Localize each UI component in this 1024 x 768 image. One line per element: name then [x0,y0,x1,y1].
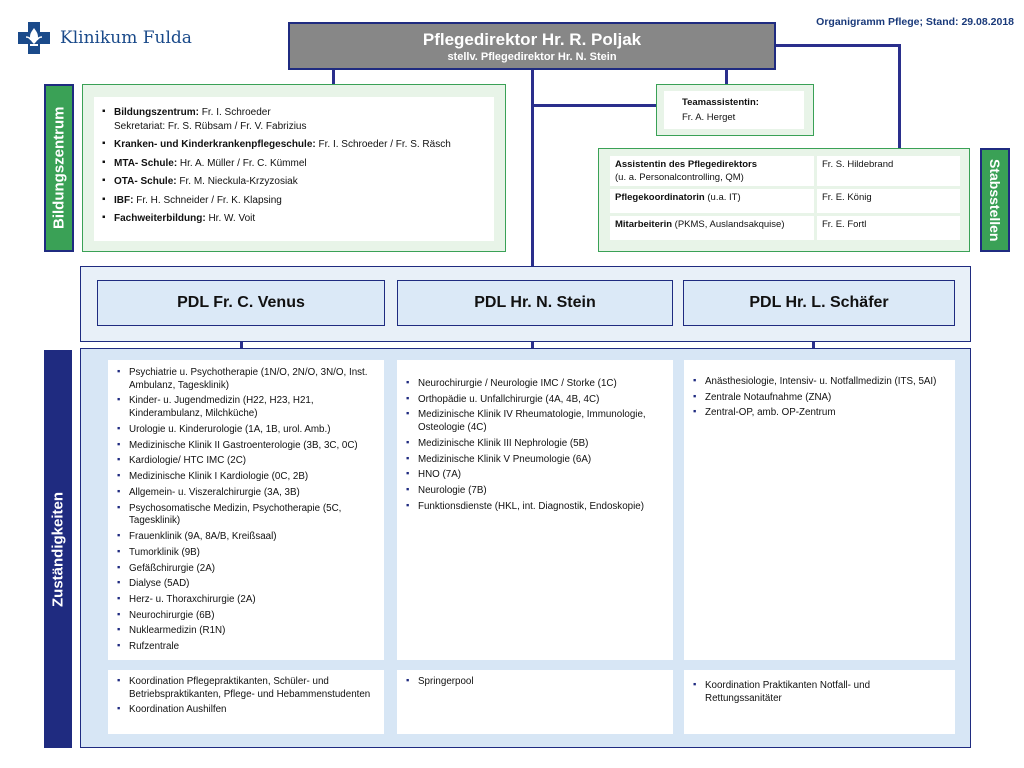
bildung-item: MTA- Schule: Hr. A. Müller / Fr. C. Kümm… [100,156,486,171]
list-item: Frauenklinik (9A, 8A/B, Kreißsaal) [114,530,378,544]
stab-row: Pflegekoordinatorin (u.a. IT) Fr. E. Kön… [610,189,960,213]
connector-line [531,70,534,266]
list-item: Koordination Pflegepraktikanten, Schüler… [114,675,378,701]
list-item: Allgemein- u. Viszeralchirurgie (3A, 3B) [114,486,378,500]
list-item: Medizinische Klinik III Nephrologie (5B) [403,437,667,451]
stein-responsibilities: Neurochirurgie / Neurologie IMC / Storke… [397,360,673,660]
stein-coordination: Springerpool [397,670,673,734]
connector-line [725,70,728,84]
pdl-schaefer: PDL Hr. L. Schäfer [683,280,955,326]
team-assistant-box: Teamassistentin: Fr. A. Herget [664,91,804,129]
connector-line [812,326,815,360]
list-item: Dialyse (5AD) [114,577,378,591]
bildung-item: Fachweiterbildung: Hr. W. Voit [100,211,486,226]
list-item: Psychiatrie u. Psychotherapie (1N/O, 2N/… [114,366,378,392]
venus-responsibilities: Psychiatrie u. Psychotherapie (1N/O, 2N/… [108,360,384,660]
list-item: Nuklearmedizin (R1N) [114,625,378,638]
team-assistant-title: Teamassistentin: [682,97,759,108]
director-deputy: stellv. Pflegedirektor Hr. N. Stein [447,51,617,63]
list-item: Gefäßchirurgie (2A) [114,562,378,576]
bildungszentrum-side-label: Bildungszentrum [44,84,74,252]
bildung-item: Bildungszentrum: Fr. I. SchroederSekreta… [100,105,486,133]
stabsstellen-table: Assistentin des Pflegedirektors(u. a. Pe… [610,156,960,243]
list-item: Psychosomatische Medizin, Psychotherapie… [114,502,378,528]
pdl-stein: PDL Hr. N. Stein [397,280,673,326]
venus-coordination: Koordination Pflegepraktikanten, Schüler… [108,670,384,734]
schaefer-responsibilities: Anästhesiologie, Intensiv- u. Notfallmed… [684,360,955,660]
list-item: Anästhesiologie, Intensiv- u. Notfallmed… [690,375,949,389]
list-item: Kardiologie/ HTC IMC (2C) [114,454,378,468]
list-item: Springerpool [403,675,667,689]
bildung-item: OTA- Schule: Fr. M. Nieckula-Krzyzosiak [100,174,486,189]
list-item: Medizinische Klinik I Kardiologie (0C, 2… [114,470,378,484]
list-item: Zentral-OP, amb. OP-Zentrum [690,406,949,420]
list-item: Koordination Aushilfen [114,703,378,717]
list-item: Medizinische Klinik V Pneumologie (6A) [403,453,667,467]
bildung-item: Kranken- und Kinderkrankenpflegeschule: … [100,137,486,152]
bildungszentrum-list: Bildungszentrum: Fr. I. SchroederSekreta… [94,97,494,241]
stab-row: Assistentin des Pflegedirektors(u. a. Pe… [610,156,960,186]
klinikum-logo-icon [18,22,50,54]
list-item: Neurochirurgie (6B) [114,609,378,623]
list-item: Orthopädie u. Unfallchirurgie (4A, 4B, 4… [403,393,667,407]
list-item: Neurologie (7B) [403,484,667,498]
stabsstellen-side-label: Stabsstellen [980,148,1010,252]
list-item: Tumorklinik (9B) [114,546,378,560]
list-item: Medizinische Klinik II Gastroenterologie… [114,439,378,453]
connector-line [776,44,900,47]
list-item: Neurochirurgie / Neurologie IMC / Storke… [403,377,667,391]
list-item: HNO (7A) [403,468,667,482]
schaefer-coordination: Koordination Praktikanten Notfall- und R… [684,670,955,734]
list-item: Urologie u. Kinderurologie (1A, 1B, urol… [114,423,378,437]
list-item: Kinder- u. Jugendmedizin (H22, H23, H21,… [114,394,378,420]
klinikum-logo-text: Klinikum Fulda [60,28,192,48]
list-item: Funktionsdienste (HKL, int. Diagnostik, … [403,500,667,514]
list-item: Zentrale Notaufnahme (ZNA) [690,391,949,405]
list-item: Koordination Praktikanten Notfall- und R… [690,679,949,705]
connector-line [332,70,335,84]
list-item: Herz- u. Thoraxchirurgie (2A) [114,593,378,607]
pdl-venus: PDL Fr. C. Venus [97,280,385,326]
stab-row: Mitarbeiterin (PKMS, Auslandsakquise) Fr… [610,216,960,240]
connector-line [240,326,243,360]
connector-line [531,326,534,360]
director-box: Pflegedirektor Hr. R. Poljak stellv. Pfl… [288,22,776,70]
list-item: Rufzentrale [114,640,378,654]
connector-line [898,44,901,148]
zustaendigkeiten-side-label: Zuständigkeiten [44,350,72,748]
director-title: Pflegedirektor Hr. R. Poljak [422,30,642,49]
team-assistant-name: Fr. A. Herget [682,112,736,124]
list-item: Medizinische Klinik IV Rheumatologie, Im… [403,408,667,434]
connector-line [531,104,657,107]
bildung-item: IBF: Fr. H. Schneider / Fr. K. Klapsing [100,193,486,208]
stand-label: Organigramm Pflege; Stand: 29.08.2018 [816,16,1014,28]
